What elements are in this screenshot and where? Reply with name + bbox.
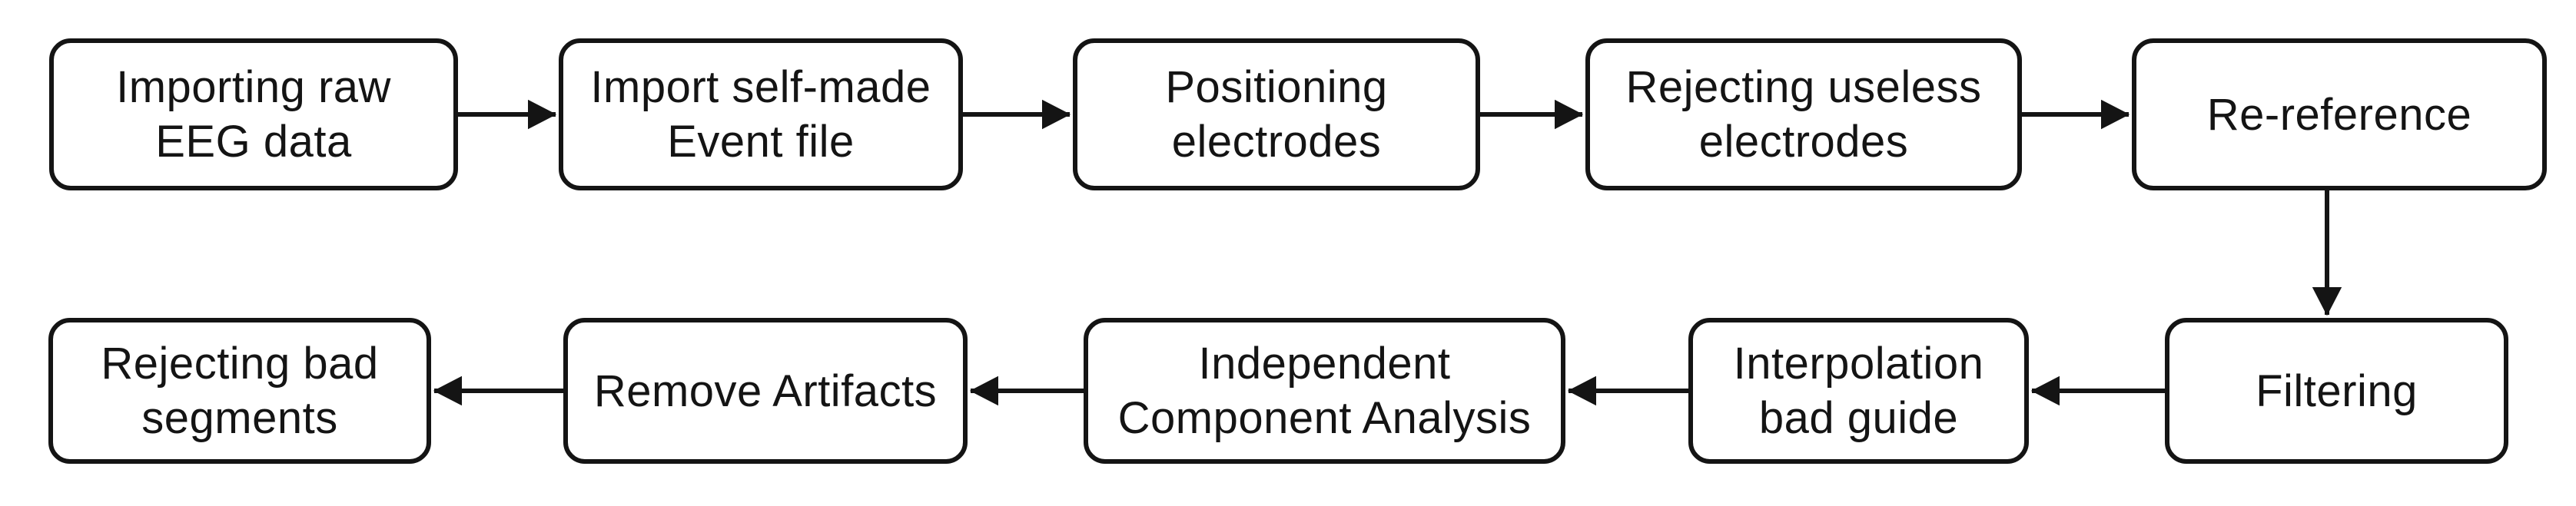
node-interpolation-bad-guide: Interpolation bad guide	[1688, 318, 2029, 464]
node-label: Rejecting bad segments	[101, 339, 379, 443]
node-label: Filtering	[2256, 365, 2418, 416]
node-label: Remove Artifacts	[593, 365, 938, 416]
node-importing-raw-eeg-data: Importing raw EEG data	[49, 38, 458, 190]
node-label: Import self-made Event file	[590, 62, 931, 167]
node-re-reference: Re-reference	[2132, 38, 2547, 190]
node-label: Re-reference	[2206, 89, 2472, 140]
node-independent-component-analysis: Independent Component Analysis	[1084, 318, 1565, 464]
node-import-self-made-event-file: Import self-made Event file	[559, 38, 963, 190]
node-remove-artifacts: Remove Artifacts	[563, 318, 968, 464]
node-label: Interpolation bad guide	[1733, 339, 1984, 443]
node-label: Importing raw EEG data	[116, 62, 391, 167]
node-rejecting-bad-segments: Rejecting bad segments	[48, 318, 431, 464]
node-filtering: Filtering	[2165, 318, 2508, 464]
node-label: Rejecting useless electrodes	[1625, 62, 1982, 167]
node-rejecting-useless-electrodes: Rejecting useless electrodes	[1585, 38, 2022, 190]
node-positioning-electrodes: Positioning electrodes	[1073, 38, 1480, 190]
node-label: Positioning electrodes	[1165, 62, 1388, 167]
node-label: Independent Component Analysis	[1117, 339, 1532, 443]
